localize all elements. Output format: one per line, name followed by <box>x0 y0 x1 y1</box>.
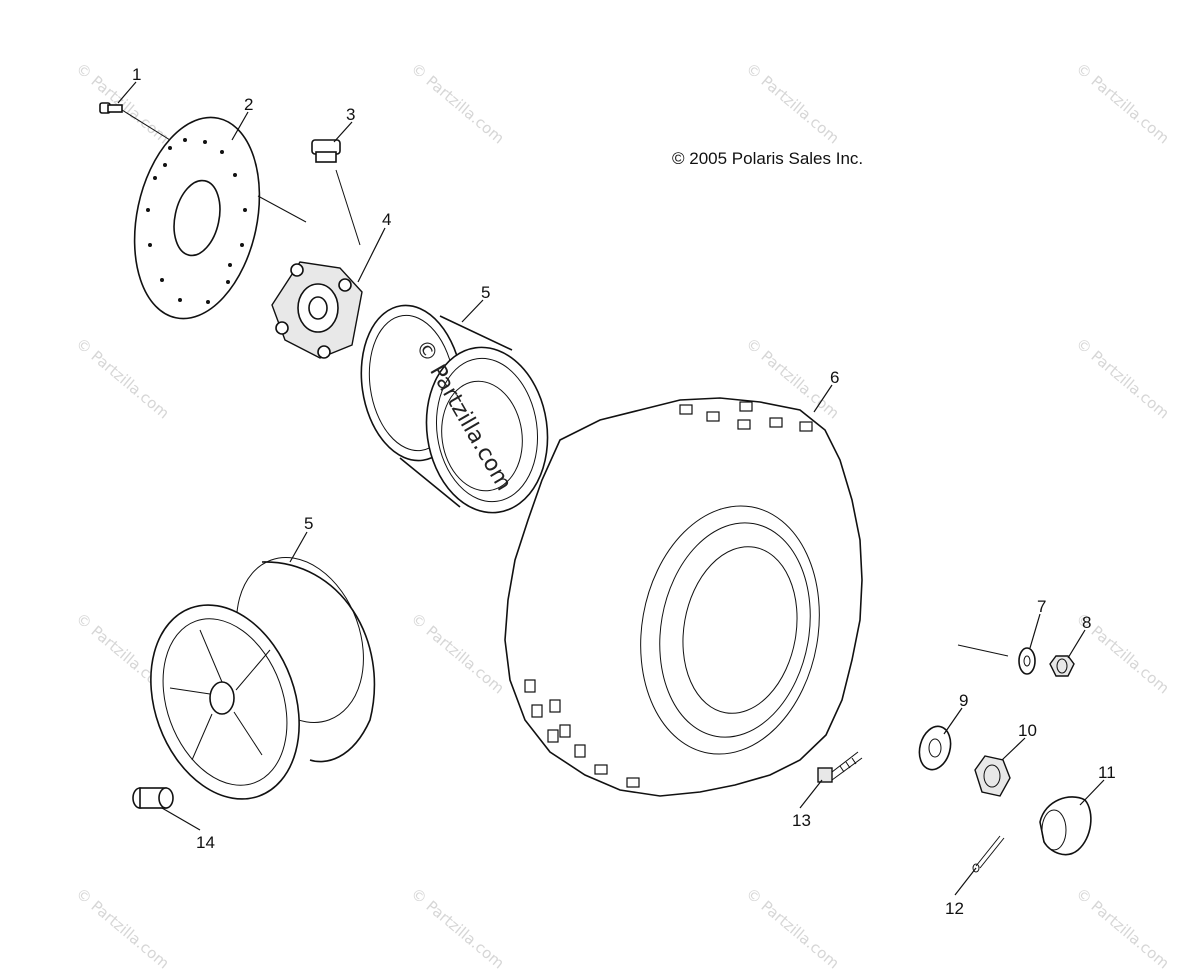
callout-13: 13 <box>792 811 811 830</box>
part-3-stud[interactable] <box>311 139 361 246</box>
watermark: © Partzilla.com <box>407 884 507 972</box>
callout-7: 7 <box>1037 597 1046 616</box>
part-12-cotter-pin[interactable] <box>972 835 1005 873</box>
part-5-rim-upper[interactable]: © Partzilla.com <box>352 299 558 521</box>
part-14-plug[interactable] <box>132 787 174 809</box>
part-5-rim-lower[interactable] <box>125 540 385 820</box>
callout-9: 9 <box>959 691 968 710</box>
part-7-washer[interactable] <box>957 644 1036 675</box>
callout-3: 3 <box>346 105 355 124</box>
callout-11: 11 <box>1098 763 1116 782</box>
callout-6: 6 <box>830 368 839 387</box>
watermark: © Partzilla.com <box>407 609 507 697</box>
part-9-washer[interactable] <box>915 723 955 773</box>
callout-2: 2 <box>244 95 253 114</box>
part-2-brake-disc[interactable] <box>117 106 307 330</box>
callout-labels: 1 2 3 4 5 5 6 7 8 9 10 11 12 13 14 <box>132 65 1116 918</box>
watermark: © Partzilla.com <box>742 59 842 147</box>
watermark: © Partzilla.com <box>1072 884 1172 972</box>
part-6-tire[interactable] <box>504 397 863 797</box>
watermark: © Partzilla.com <box>72 59 172 147</box>
part-10-castle-nut[interactable] <box>974 755 1011 797</box>
part-13-bolt[interactable] <box>817 751 863 783</box>
callout-10: 10 <box>1018 721 1037 740</box>
callout-4: 4 <box>382 210 391 229</box>
callout-5-upper: 5 <box>481 283 490 302</box>
part-11-cap[interactable] <box>1039 796 1092 856</box>
watermark: © Partzilla.com <box>742 884 842 972</box>
watermark: © Partzilla.com <box>72 884 172 972</box>
callout-5-lower: 5 <box>304 514 313 533</box>
leader-lines <box>117 81 1105 896</box>
callout-12: 12 <box>945 899 964 918</box>
callout-14: 14 <box>196 833 215 852</box>
copyright-text: © 2005 Polaris Sales Inc. <box>672 149 863 168</box>
callout-1: 1 <box>132 65 141 84</box>
watermark: © Partzilla.com <box>407 59 507 147</box>
callout-8: 8 <box>1082 613 1091 632</box>
watermark: © Partzilla.com <box>1072 59 1172 147</box>
part-8-nut[interactable] <box>1049 655 1075 677</box>
part-1-bolt[interactable] <box>99 102 171 141</box>
watermark: © Partzilla.com <box>72 334 172 422</box>
watermark: © Partzilla.com <box>1072 334 1172 422</box>
part-4-hub[interactable] <box>271 261 363 359</box>
